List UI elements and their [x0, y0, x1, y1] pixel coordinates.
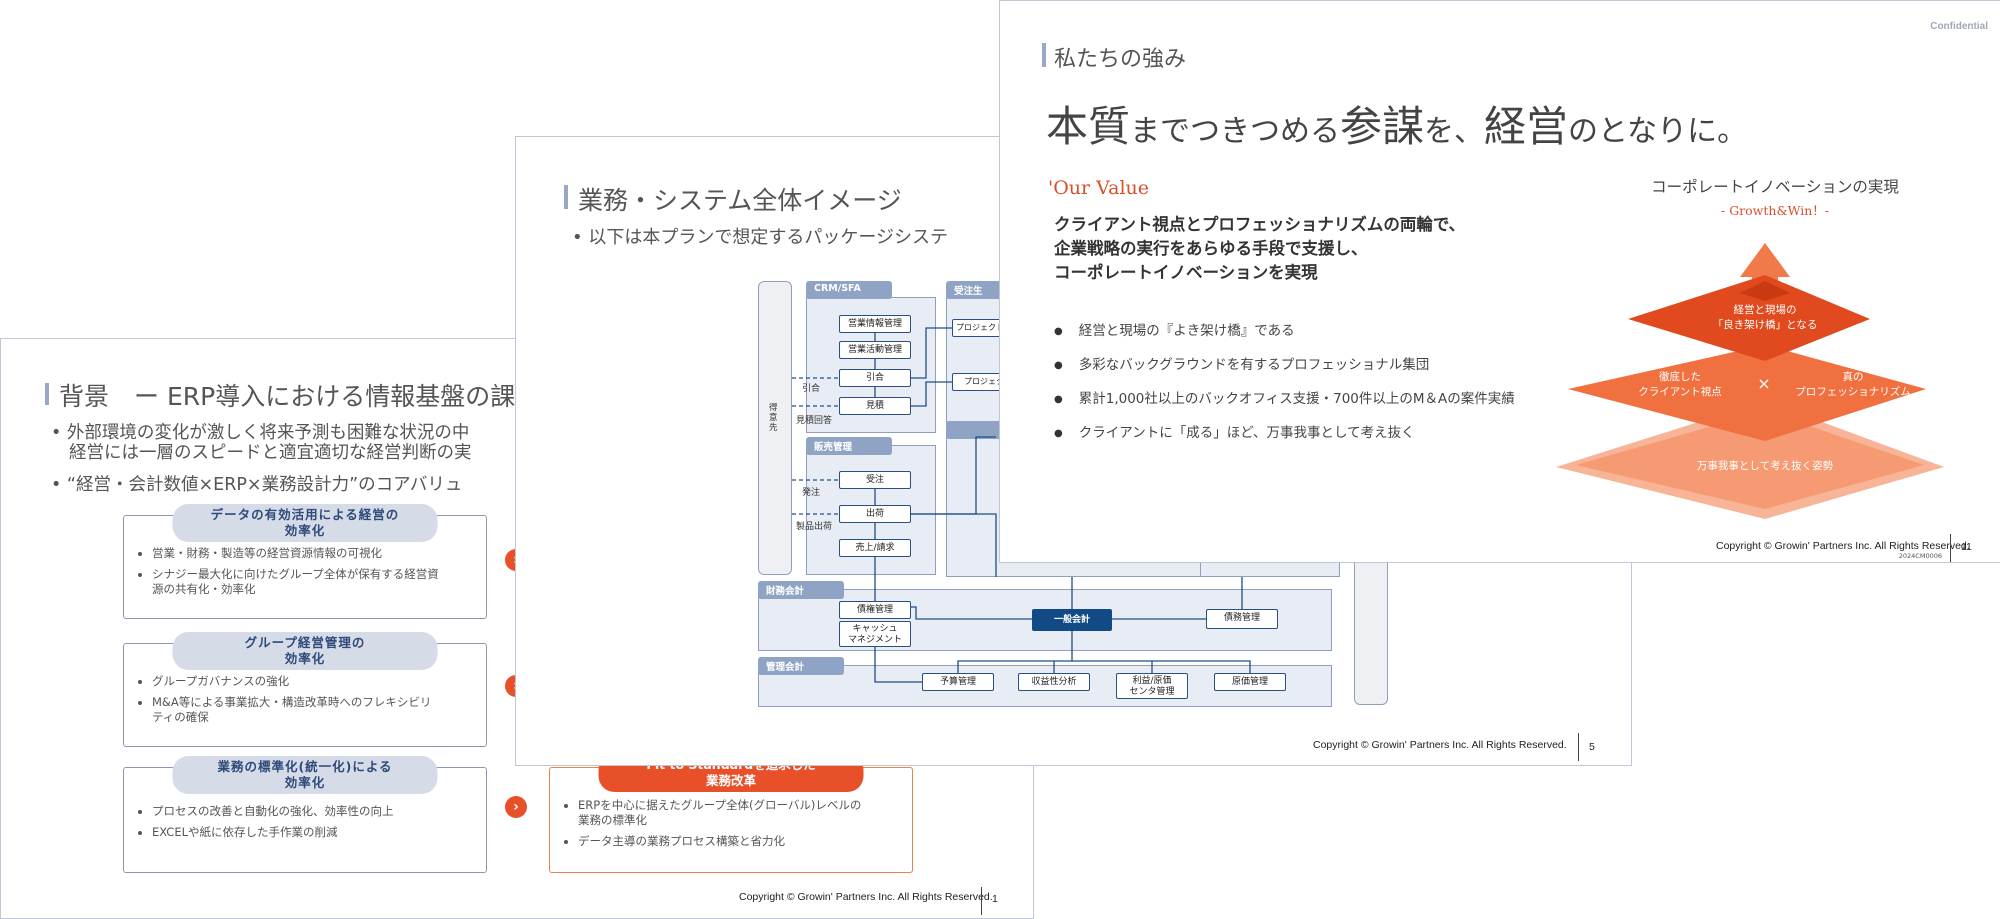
our-value-heading: 'Our Value: [1048, 177, 1150, 199]
innovation-pyramid: [1556, 243, 1944, 519]
crm-item: 見積: [839, 397, 911, 415]
list-item: ERPを中心に据えたグループ全体(グローバル)レベルの 業務の標準化: [578, 798, 908, 828]
finance-item: 債務管理: [1206, 609, 1278, 629]
mgmt-item: 利益/原価 センタ管理: [1116, 673, 1188, 699]
title-accent-bar: [564, 185, 568, 209]
mgmt-item: 原価管理: [1214, 673, 1286, 691]
list-item: 多彩なバックグラウンドを有するプロフェッショナル集団: [1054, 353, 1515, 373]
page-number: 5: [1589, 741, 1595, 753]
slide-our-strengths[interactable]: Confidential 私たちの強み 本質までつきつめる参謀を、経営のとなりに…: [999, 0, 2000, 563]
pyramid-subtitle: - Growth&Win！-: [1721, 203, 1829, 218]
customer-column: [758, 281, 792, 575]
list-item: 営業・財務・製造等の経営資源情報の可視化: [152, 546, 482, 561]
title-accent-bar: [45, 383, 49, 405]
page-number: 1: [992, 893, 998, 905]
lead-text: クライアント視点とプロフェッショナリズムの両輪で、 企業戦略の実行をあらゆる手段…: [1054, 215, 1466, 282]
pyramid-layer-bottom-inner: [1576, 411, 1924, 509]
list-item: プロセスの改善と自動化の強化、効率性の向上: [152, 804, 482, 819]
sales-item: 出荷: [839, 505, 911, 523]
sales-item: 受注: [839, 471, 911, 489]
crm-item: 営業情報管理: [839, 315, 911, 333]
cross-icon: ×: [1757, 374, 1771, 393]
card-title: 業務の標準化(統一化)による 効率化: [172, 756, 438, 794]
finance-item: キャッシュ マネジメント: [839, 621, 911, 647]
list-item: グループガバナンスの強化: [152, 674, 482, 689]
card-list: 営業・財務・製造等の経営資源情報の可視化 シナジー最大化に向けたグループ全体が保…: [124, 546, 482, 603]
pyramid-apex: [1740, 281, 1790, 301]
crm-header: CRM/SFA: [806, 281, 892, 299]
pyramid-layer-middle: [1568, 345, 1926, 441]
card-list: プロセスの改善と自動化の強化、効率性の向上 EXCELや紙に依存した手作業の削減: [124, 804, 482, 846]
copyright-text: Copyright © Growin' Partners Inc. All Ri…: [1716, 540, 1970, 552]
list-item: データ主導の業務プロセス構築と省力化: [578, 834, 908, 849]
supplier-column: [1354, 537, 1388, 705]
bullet-text: 経営には一層のスピードと適宜適切な経営判断の実: [69, 443, 472, 463]
card-title: データの有効活用による経営の 効率化: [172, 504, 438, 542]
customer-label: 得 意 先: [769, 403, 778, 433]
confidential-label: Confidential: [1930, 21, 1988, 32]
list-item: 経営と現場の『よき架け橋』である: [1054, 319, 1515, 339]
flow-connectors: [792, 327, 1251, 683]
pyramid-label-client: 徹底した クライアント視点: [1638, 371, 1722, 398]
sales-header: 販売管理: [806, 437, 892, 455]
slide-title: 業務・システム全体イメージ: [578, 186, 902, 215]
order-production-header: 受注生: [946, 281, 1006, 299]
bullet-text: • 以下は本プランで想定するパッケージシステ: [572, 227, 948, 248]
card-standardization: 業務の標準化(統一化)による 効率化 プロセスの改善と自動化の強化、効率性の向上…: [123, 756, 487, 873]
card-data-utilization: データの有効活用による経営の 効率化 営業・財務・製造等の経営資源情報の可視化 …: [123, 504, 487, 619]
flow-label: 引合: [802, 384, 821, 394]
mgmt-item: 収益性分析: [1018, 673, 1090, 691]
pyramid-layer-top: [1628, 275, 1870, 361]
slide-title: 私たちの強み: [1054, 47, 1187, 72]
pyramid-label-bottom: 万事我事として考え抜く姿勢: [1696, 460, 1834, 472]
page-number: 11: [1961, 541, 1972, 553]
sales-item: 売上/請求: [839, 539, 911, 557]
flow-label: 製品出荷: [796, 522, 833, 532]
flow-label: 見積回答: [796, 416, 833, 426]
chevron-right-icon: ›: [505, 796, 527, 818]
list-item: クライアントに「成る」ほど、万事我事として考え抜く: [1054, 421, 1515, 441]
list-item: シナジー最大化に向けたグループ全体が保有する経営資 源の共有化・効率化: [152, 567, 482, 597]
flow-label: 発注: [802, 488, 821, 498]
production-header: [946, 421, 1006, 439]
list-item: 累計1,000社以上のバックオフィス支援・700件以上のM＆Aの案件実績: [1054, 387, 1515, 407]
card-list: ERPを中心に据えたグループ全体(グローバル)レベルの 業務の標準化 データ主導…: [550, 798, 908, 855]
copyright-text: Copyright © Growin' Partners Inc. All Ri…: [1313, 739, 1567, 751]
bullet-text: • 外部環境の変化が激しく将来予測も困難な状況の中: [51, 423, 470, 443]
mgmt-item: 予算管理: [922, 673, 994, 691]
footer-divider: [981, 887, 982, 915]
card-title: グループ経営管理の 効率化: [172, 632, 438, 670]
pyramid-label-professional: 真の プロフェッショナリズム: [1795, 371, 1911, 398]
card-list: グループガバナンスの強化 M&A等による事業拡大・構造改革時へのフレキシビリ テ…: [124, 674, 482, 731]
title-accent-bar: [1042, 43, 1046, 67]
crm-item: 営業活動管理: [839, 341, 911, 359]
finance-header: 財務会計: [758, 581, 844, 599]
document-id: 2024CM0006: [1898, 552, 1942, 560]
general-ledger-item: 一般会計: [1032, 609, 1112, 631]
footer-divider: [1950, 534, 1951, 562]
footer-divider: [1578, 733, 1579, 761]
pyramid-label-top: 経営と現場の 「良き架け橋」となる: [1712, 304, 1818, 331]
list-item: EXCELや紙に依存した手作業の削減: [152, 825, 482, 840]
mgmt-accounting-header: 管理会計: [758, 657, 844, 675]
card-fit-to-standard: Fit to Standardを追求した 業務改革 ERPを中心に据えたグループ…: [549, 754, 913, 873]
card-group-management: グループ経営管理の 効率化 グループガバナンスの強化 M&A等による事業拡大・構…: [123, 632, 487, 747]
bullet-text: • “経営・会計数値×ERP×業務設計力”のコアバリュ: [51, 475, 463, 495]
strength-points: 経営と現場の『よき架け橋』である 多彩なバックグラウンドを有するプロフェッショナ…: [1054, 319, 1515, 455]
crm-item: 引合: [839, 369, 911, 387]
finance-item: 債権管理: [839, 601, 911, 619]
tagline: 本質までつきつめる参謀を、経営のとなりに。: [1046, 102, 1748, 151]
slide-title: 背景 ー ERP導入における情報基盤の課: [59, 382, 516, 411]
list-item: M&A等による事業拡大・構造改革時へのフレキシビリ ティの確保: [152, 695, 482, 725]
copyright-text: Copyright © Growin' Partners Inc. All Ri…: [739, 891, 993, 903]
pyramid-title: コーポレートイノベーションの実現: [1651, 178, 1899, 196]
